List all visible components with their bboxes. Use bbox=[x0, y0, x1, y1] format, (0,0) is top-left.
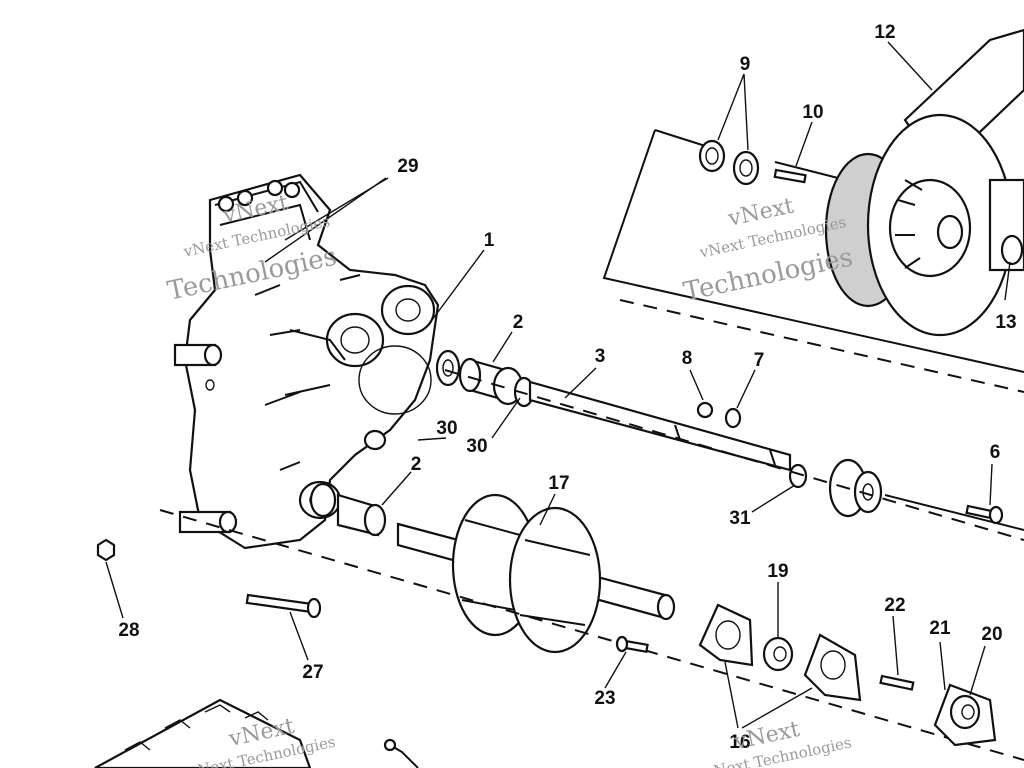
callout-16: 16 bbox=[729, 732, 750, 753]
pin-10 bbox=[773, 168, 807, 184]
callout-31: 31 bbox=[729, 508, 751, 529]
nut-8 bbox=[696, 401, 714, 419]
washer-7 bbox=[724, 407, 742, 429]
drive-sprocket bbox=[866, 113, 1024, 337]
watermark-bottom-right: vNext vNext Technologies bbox=[703, 717, 853, 768]
seal-30-upper bbox=[435, 349, 461, 387]
flange-16-a bbox=[698, 603, 754, 667]
track-segment bbox=[94, 698, 312, 768]
flange-16-b bbox=[803, 633, 862, 702]
bearing-cap-20 bbox=[933, 683, 997, 747]
callout-20: 20 bbox=[981, 624, 1002, 645]
bearing-19 bbox=[762, 636, 794, 672]
callout-2-lower: 2 bbox=[411, 454, 422, 475]
callout-30-lower: 30 bbox=[466, 436, 487, 457]
callout-27: 27 bbox=[302, 662, 323, 683]
seal-30-lower bbox=[309, 482, 337, 518]
leader-lines bbox=[105, 41, 1011, 729]
bolt-23 bbox=[615, 635, 649, 654]
drive-shaft-17 bbox=[396, 493, 676, 654]
cable-end bbox=[383, 738, 419, 768]
callout-28: 28 bbox=[118, 620, 139, 641]
callout-9: 9 bbox=[740, 54, 751, 75]
callout-13: 13 bbox=[995, 312, 1016, 333]
bearing-2-lower bbox=[336, 493, 387, 537]
callout-3: 3 bbox=[595, 346, 606, 367]
callout-labels: 1 2 2 3 6 7 8 9 10 12 13 16 17 19 20 21 … bbox=[118, 22, 1016, 753]
nut-28 bbox=[96, 538, 116, 562]
callout-23: 23 bbox=[594, 688, 615, 709]
bolt-6 bbox=[965, 504, 1004, 525]
bolt-27 bbox=[245, 593, 322, 619]
bearing-2-upper bbox=[458, 357, 524, 406]
callout-29: 29 bbox=[397, 156, 418, 177]
chaincase-housing bbox=[173, 173, 440, 550]
callout-22: 22 bbox=[884, 595, 905, 616]
callout-17: 17 bbox=[548, 473, 569, 494]
callout-21: 21 bbox=[929, 618, 951, 639]
callout-12: 12 bbox=[874, 22, 895, 43]
callout-10: 10 bbox=[802, 102, 823, 123]
callout-8: 8 bbox=[682, 348, 693, 369]
callout-2-upper: 2 bbox=[513, 312, 524, 333]
callout-1: 1 bbox=[484, 230, 495, 251]
callout-7: 7 bbox=[754, 350, 765, 371]
callout-30-upper: 30 bbox=[436, 418, 457, 439]
pin-22 bbox=[879, 674, 915, 691]
washers-9 bbox=[698, 139, 760, 186]
spacer-31 bbox=[788, 463, 808, 489]
shaft-3 bbox=[528, 380, 792, 472]
callout-6: 6 bbox=[990, 442, 1001, 463]
callout-19: 19 bbox=[767, 561, 788, 582]
